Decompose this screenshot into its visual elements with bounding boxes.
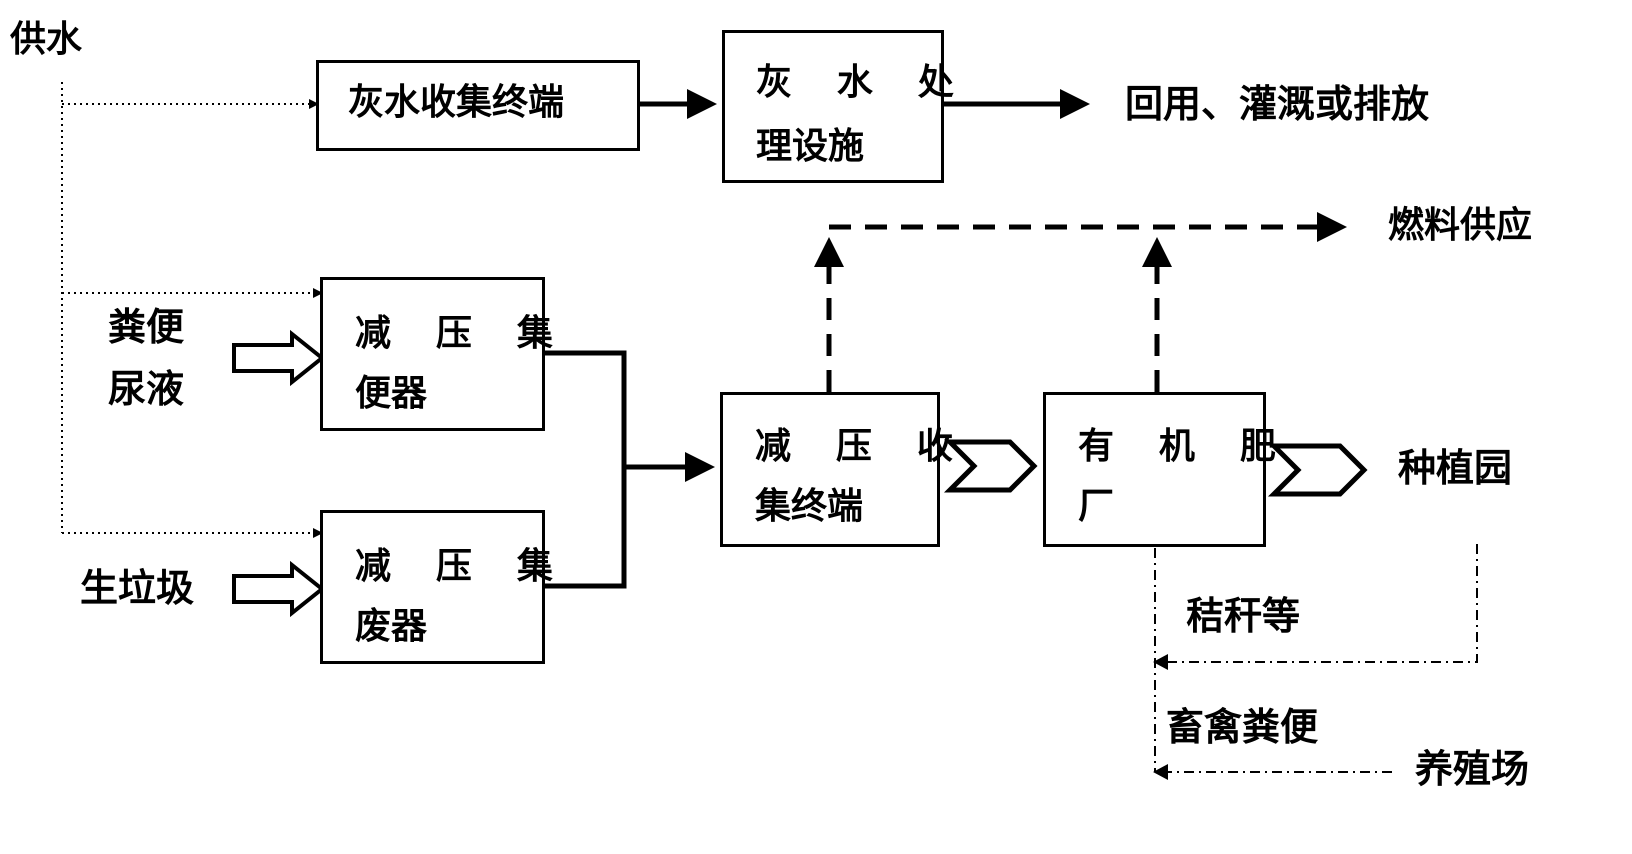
water-supply-lines	[61, 82, 323, 538]
greywater-treatment-facility: 灰 水 处 理设施	[722, 30, 954, 183]
vacuum-toilet: 减 压 集 便器	[320, 277, 553, 431]
chevron-to-plant	[943, 439, 1038, 493]
vacuum-waste-collector: 减 压 集 废器	[320, 510, 553, 664]
return-lines	[1154, 544, 1478, 773]
excreta-label-line1: 粪便	[108, 305, 185, 349]
greywater-treatment-line1: 灰 水 处	[756, 62, 971, 103]
vacuum-toilet-line1: 减 压 集	[355, 313, 570, 354]
garbage-label: 生垃圾	[80, 566, 195, 610]
fuel-supply-dashed	[814, 212, 1347, 392]
greywater-collection-terminal: 灰水收集终端	[316, 60, 640, 151]
merge-connector	[545, 350, 715, 589]
vacuum-waste-collector-line2: 废器	[355, 606, 428, 647]
organic-fertilizer-plant-line1: 有 机 肥	[1078, 426, 1293, 467]
vacuum-toilet-line2: 便器	[355, 373, 428, 414]
livestock-manure-label: 畜禽粪便	[1166, 705, 1319, 749]
livestock-farm-label: 养殖场	[1415, 747, 1530, 791]
fuel-supply-label: 燃料供应	[1388, 205, 1533, 246]
hollow-arrow-garbage	[232, 560, 326, 618]
excreta-label-line2: 尿液	[108, 367, 185, 411]
straw-label: 秸秆等	[1186, 594, 1301, 638]
organic-fertilizer-plant-line2: 厂	[1078, 486, 1115, 527]
vacuum-collection-terminal-line2: 集终端	[755, 486, 864, 527]
hollow-arrow-excreta	[232, 329, 326, 387]
vacuum-waste-collector-line1: 减 压 集	[355, 546, 570, 587]
organic-fertilizer-plant: 有 机 肥 厂	[1043, 392, 1276, 547]
greywater-treatment-line2: 理设施	[756, 126, 865, 167]
vacuum-collection-terminal: 减 压 收 集终端	[720, 392, 953, 547]
vacuum-collection-terminal-line1: 减 压 收	[755, 426, 970, 467]
reuse-irrigation-discharge-label: 回用、灌溉或排放	[1125, 82, 1430, 126]
chevron-to-plantation	[1267, 443, 1368, 497]
water-supply-label: 供水	[10, 19, 83, 60]
plantation-label: 种植园	[1398, 446, 1513, 490]
return-arrowheads	[1153, 654, 1168, 780]
greywater-collection-terminal-label: 灰水收集终端	[348, 82, 565, 123]
